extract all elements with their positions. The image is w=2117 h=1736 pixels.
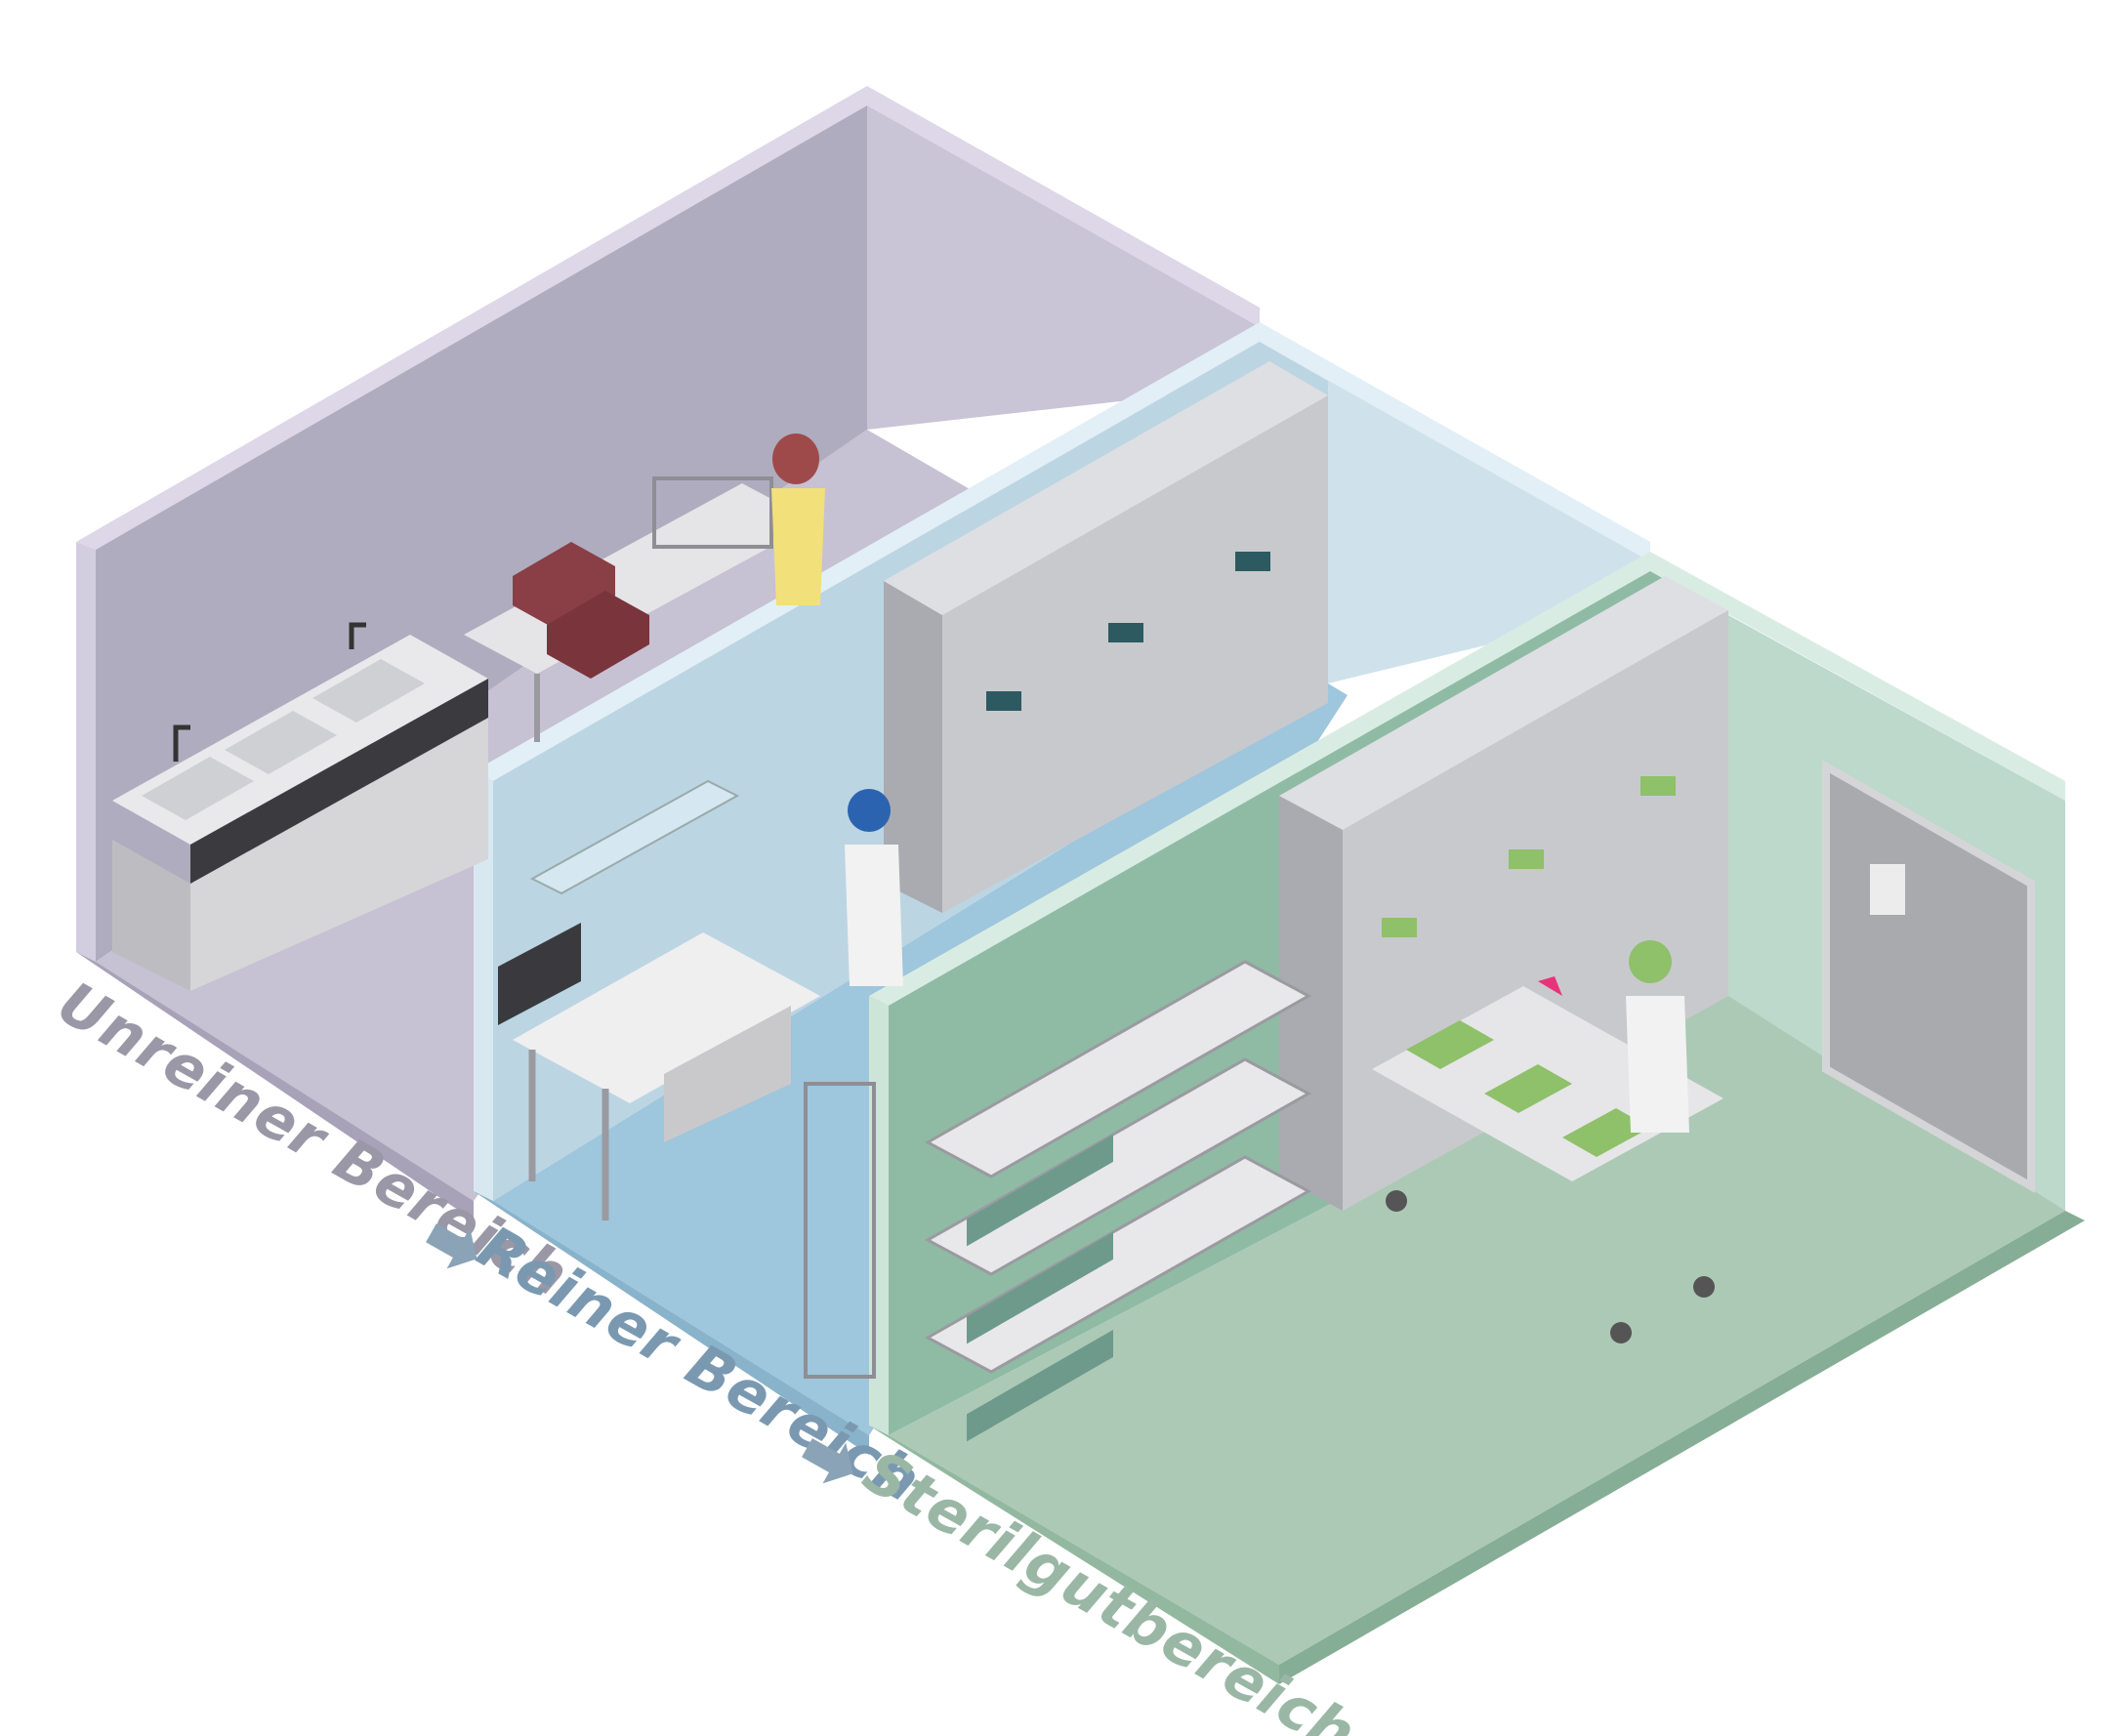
unrein-left-edge: [76, 542, 96, 962]
worker-rein-body: [845, 845, 903, 986]
washer-bank-side: [884, 581, 942, 913]
computer-monitor: [498, 923, 581, 1025]
rein-rack-trolley: [804, 1082, 876, 1379]
steril-floor-edge-right: [1279, 1211, 2085, 1684]
sink-bowl-1: [142, 757, 254, 820]
washer-screen-1: [986, 691, 1021, 711]
washer-bank-top: [884, 361, 1328, 615]
steril-equipment: [924, 576, 2035, 1442]
rein-front-wall: [474, 771, 493, 1201]
faucet-2: [349, 622, 366, 649]
unrein-floor-edge: [76, 952, 474, 1220]
sink-bowl-3: [312, 659, 425, 723]
storage-shelf-2: [924, 1057, 1312, 1276]
steril-floor: [889, 996, 2065, 1665]
storage-shelf-3: [924, 1155, 1312, 1374]
green-basket-1: [1406, 1020, 1494, 1069]
green-basket-3: [1562, 1108, 1650, 1157]
worker-unrein-body: [771, 488, 825, 605]
sink-cabinet-strip: [190, 679, 488, 884]
storage-shelf-1: [924, 960, 1312, 1178]
basket-rack-unrein: [652, 476, 773, 549]
green-basket-2: [1484, 1064, 1572, 1113]
sink-cabinet-side: [112, 840, 190, 991]
sterilizer-screen-2: [1509, 849, 1544, 869]
sterile-box-row-2: [967, 1231, 1113, 1344]
rein-floor-strip: [474, 1191, 869, 1455]
rein-equipment: [498, 361, 1328, 1379]
sterilizer-bank-top: [1279, 576, 1728, 830]
packing-drawer: [664, 1006, 791, 1142]
packing-shelf: [529, 779, 740, 895]
packing-table-top: [513, 932, 820, 1103]
washer-screen-2: [1108, 623, 1143, 642]
sterile-box-row-1: [967, 1134, 1113, 1247]
red-crate-2: [547, 591, 649, 679]
worker-rein-head: [848, 789, 891, 832]
unrein-side-wall: [867, 105, 1260, 430]
cart-wheel-1: [1386, 1190, 1407, 1212]
sink-bowl-2: [225, 711, 337, 774]
pink-indicator-arrow-icon: [1538, 976, 1562, 996]
sterilizer-screen-3: [1640, 776, 1676, 796]
rein-side-wall: [1260, 342, 1650, 683]
faucet-1: [173, 724, 190, 762]
sterilizer-bank-side: [1279, 796, 1343, 1211]
door-info-panel: [1870, 864, 1905, 915]
washer-bank-front: [942, 395, 1328, 913]
sink-cabinet-front: [190, 718, 488, 991]
worker-unrein-head: [772, 434, 819, 484]
washer-screen-3: [1235, 552, 1270, 571]
unrein-equipment: [112, 434, 825, 991]
flow-arrow-icon-2: [802, 1438, 853, 1484]
flow-arrow-icon-1: [426, 1223, 477, 1269]
sterilizer-screen-1: [1382, 918, 1417, 937]
steril-floor-edge: [869, 1426, 1279, 1684]
sterile-box-row-3: [967, 1329, 1113, 1442]
worker-steril-body: [1626, 996, 1689, 1133]
cart-wheel-3: [1693, 1276, 1715, 1298]
worker-steril-head: [1629, 940, 1672, 983]
cart-wheel-2: [1610, 1322, 1632, 1343]
